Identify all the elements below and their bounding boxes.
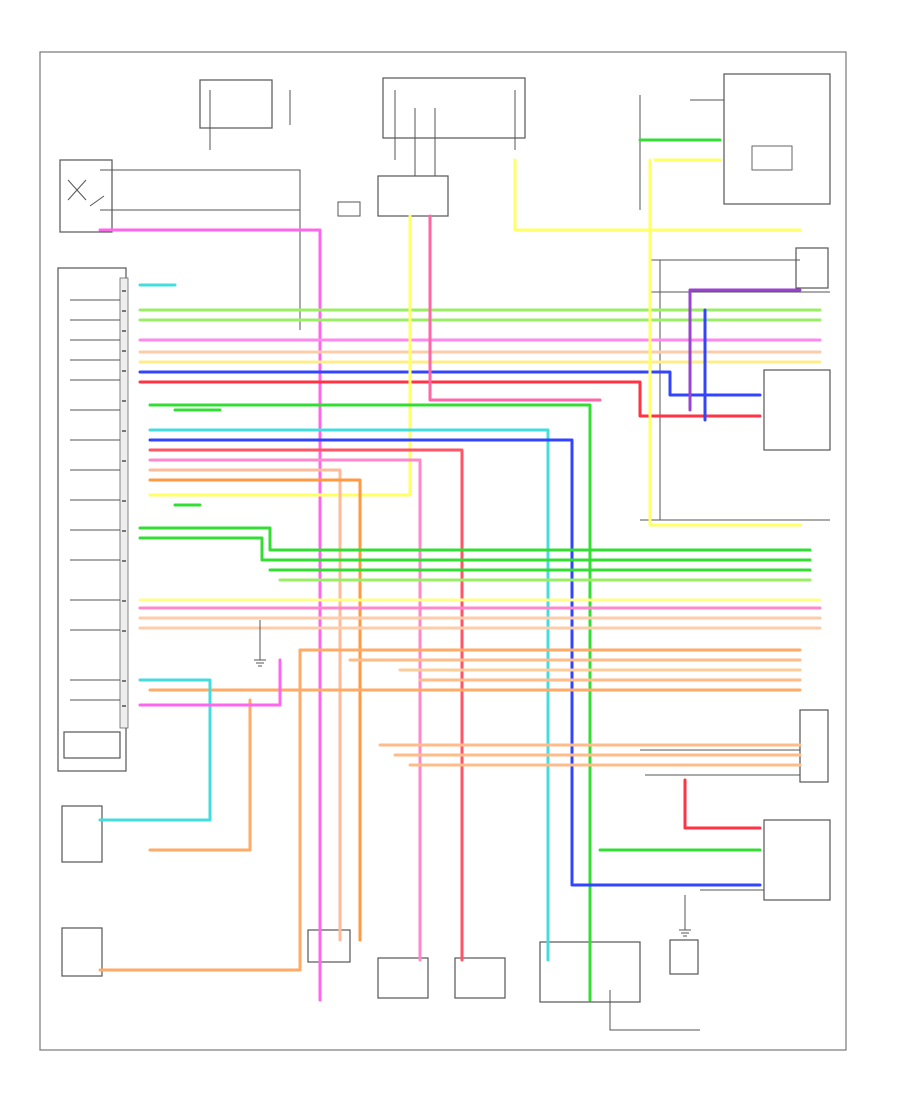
climate-unit-logo-box <box>63 731 121 759</box>
wire-group <box>98 138 822 1002</box>
ground-symbols <box>254 620 691 937</box>
mix-motor <box>763 819 831 901</box>
fuse-box-right <box>382 77 526 139</box>
diagram-border <box>39 51 847 1051</box>
driver-temp-motor <box>454 957 506 999</box>
climate-control-unit <box>57 267 127 772</box>
power-switch-box <box>59 159 113 233</box>
ac-pressure-switch <box>723 73 831 205</box>
climate-unit-pin-strip <box>119 277 129 729</box>
sunlight-sensor <box>795 247 829 289</box>
recirc-motor <box>307 929 351 963</box>
ignition-relay <box>377 175 449 217</box>
aspirator-sensor <box>61 927 103 977</box>
mode-motor <box>377 957 429 999</box>
connector-pins <box>122 290 126 707</box>
fuse-box-left <box>199 79 273 129</box>
power-transistor <box>669 939 699 975</box>
evaporator-sensor <box>763 369 831 451</box>
relay-side-plug <box>337 201 361 217</box>
outside-temp-sensor <box>61 805 103 863</box>
blower-resistor <box>799 709 829 783</box>
